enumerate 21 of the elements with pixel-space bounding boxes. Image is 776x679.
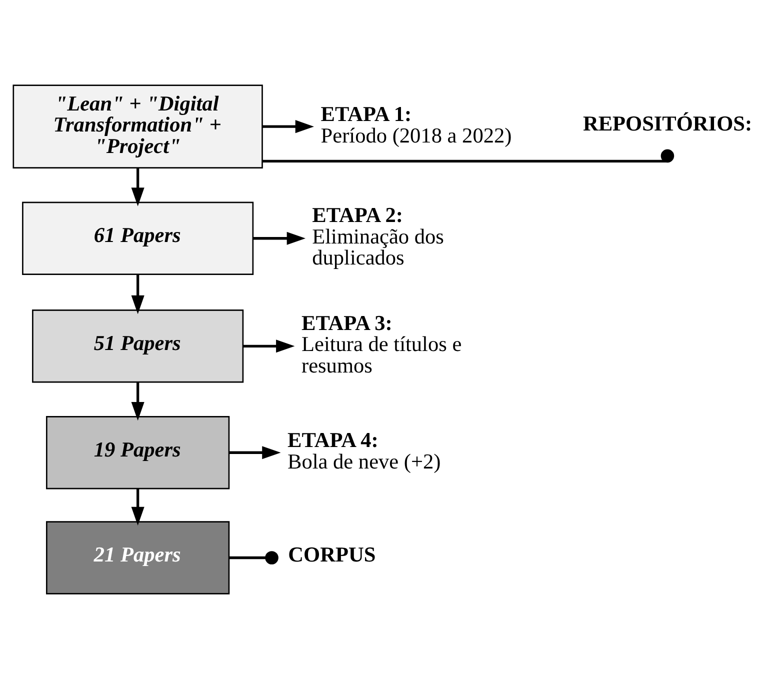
arrow [243, 340, 295, 353]
node-text: ETAPA 3: Leitura de títulos e resumos [302, 310, 462, 378]
arrow [131, 382, 144, 421]
node-text: CORPUS [288, 542, 376, 566]
arrow [131, 274, 144, 314]
connector [262, 149, 674, 163]
node-box: "Lean" + "Digital Transformation" + "Project" [12, 84, 263, 168]
node-text: ETAPA 1: Período (2018 a 2022) [320, 102, 512, 148]
node-text: ETAPA 2: Eliminação dos duplicados [312, 203, 444, 270]
node-box: 61 Papers [22, 202, 254, 275]
arrow [131, 488, 144, 526]
arrow [252, 232, 306, 245]
arrow [131, 168, 144, 206]
node-box: 19 Papers [46, 416, 230, 490]
node-box: 21 Papers [46, 521, 230, 594]
arrow [229, 446, 281, 460]
node-text: ETAPA 4: Bola de neve (+2) [288, 428, 441, 474]
node-box: 51 Papers [32, 310, 244, 383]
node-text: REPOSITÓRIOS: [582, 111, 752, 136]
arrow [262, 120, 314, 134]
connector [229, 551, 278, 564]
